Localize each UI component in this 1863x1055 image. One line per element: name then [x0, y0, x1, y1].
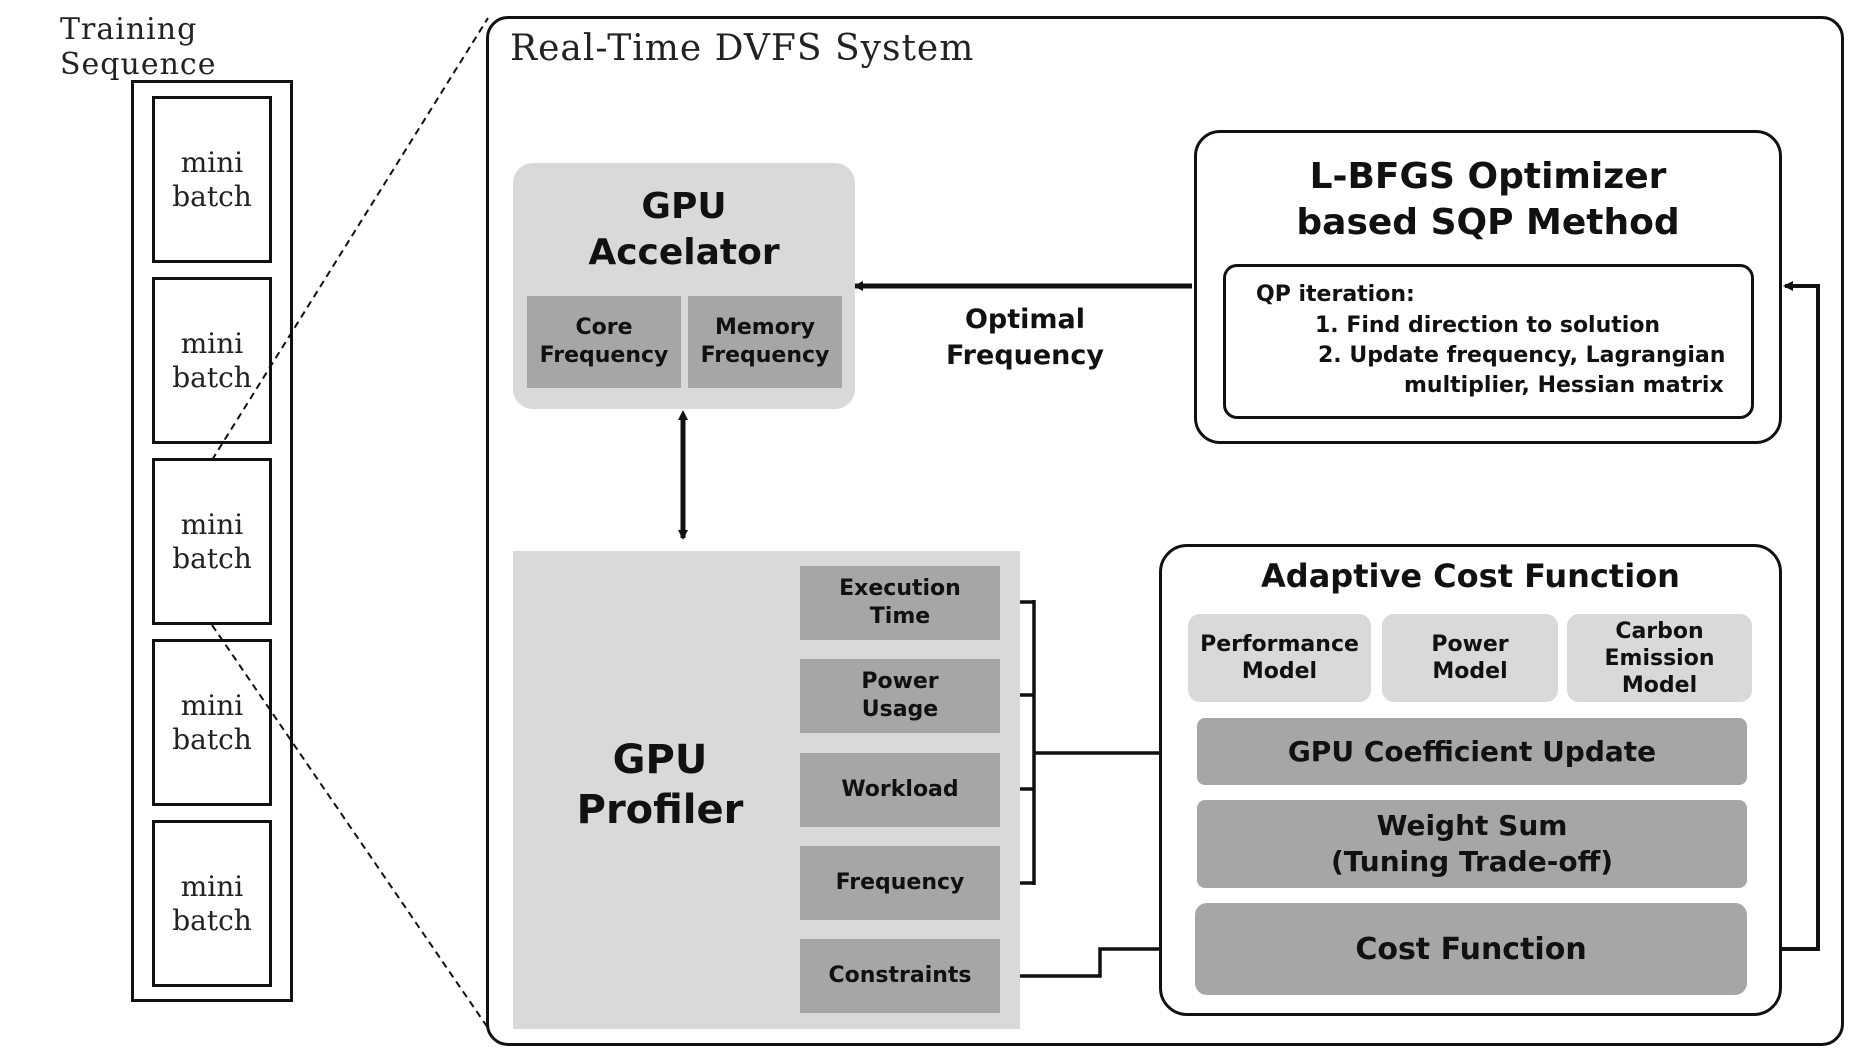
gpu-profiler-title: GPU Profiler [576, 737, 744, 833]
performance-model-block: Performance Model [1188, 614, 1371, 702]
mini-batch-3: mini batch [152, 458, 272, 625]
frequency-block: Frequency [800, 846, 1000, 920]
qp-step-1: 1. Find direction to solution [1315, 313, 1661, 338]
qp-iteration-title: QP iteration: [1256, 282, 1415, 307]
qp-step-2: 2. Update frequency, Lagrangian [1318, 343, 1726, 368]
mini-batch-4: mini batch [152, 639, 272, 806]
cost-function-block: Cost Function [1195, 903, 1747, 995]
mini-batch-2: mini batch [152, 277, 272, 444]
gpu-coefficient-update-block: GPU Coefficient Update [1197, 718, 1747, 785]
memory-frequency-block: Memory Frequency [688, 296, 842, 388]
core-frequency-block: Core Frequency [527, 296, 681, 388]
power-model-block: Power Model [1382, 614, 1558, 702]
qp-iteration-box [1223, 264, 1754, 419]
constraints-arrow [1000, 944, 1195, 978]
dvfs-system-box [486, 16, 1844, 1046]
execution-time-block: Execution Time [800, 566, 1000, 640]
training-sequence-title: Training Sequence [60, 12, 217, 82]
optimal-frequency-label: Optimal Frequency [945, 304, 1105, 371]
power-usage-block: Power Usage [800, 659, 1000, 733]
carbon-emission-model-block: Carbon Emission Model [1567, 614, 1752, 702]
constraints-block: Constraints [800, 939, 1000, 1013]
cost-to-optimizer-arrow [1747, 281, 1820, 951]
gpu-accelerator-title: GPU Accelator [588, 186, 780, 273]
dvfs-system-title: Real-Time DVFS System [510, 28, 975, 69]
training-sequence-box [131, 80, 293, 1002]
zoom-line-bottom [211, 624, 489, 1029]
mini-batch-1: mini batch [152, 96, 272, 263]
adaptive-cost-title: Adaptive Cost Function [1261, 557, 1680, 595]
mini-batch-5: mini batch [152, 820, 272, 987]
optimizer-title: L-BFGS Optimizer based SQP Method [1296, 156, 1680, 243]
zoom-line-top [211, 17, 489, 461]
qp-step-2-cont: multiplier, Hessian matrix [1404, 373, 1724, 398]
weight-sum-block: Weight Sum (Tuning Trade-off) [1197, 800, 1747, 888]
workload-block: Workload [800, 753, 1000, 827]
